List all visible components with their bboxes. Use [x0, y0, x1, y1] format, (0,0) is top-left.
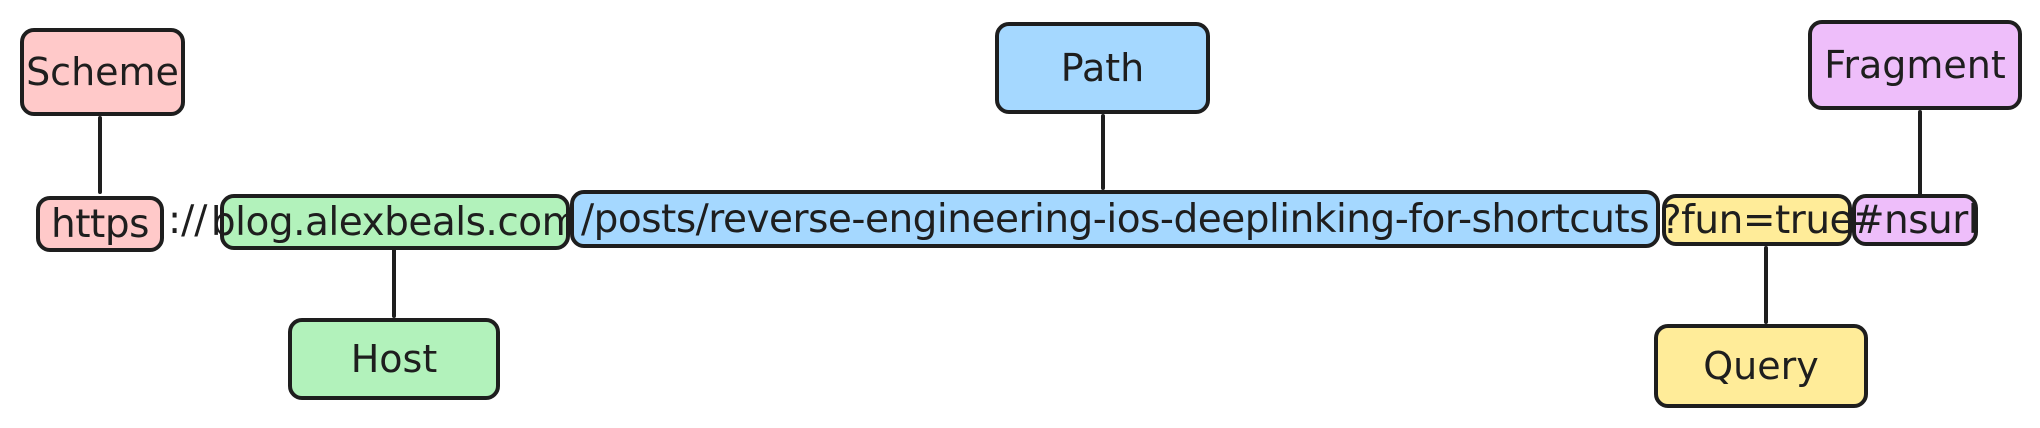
- url-path-segment: /posts/reverse-engineering-ios-deeplinki…: [570, 190, 1660, 248]
- scheme-connector: [98, 116, 102, 194]
- url-separator: ://: [168, 198, 208, 243]
- url-host-segment: blog.alexbeals.com: [211, 194, 580, 250]
- url-query-segment: ?fun=true: [1661, 194, 1854, 246]
- query-connector: [1764, 246, 1768, 324]
- url-scheme-segment: https: [36, 196, 164, 252]
- url-fragment-segment: #nsurl: [1852, 194, 1979, 246]
- scheme-label: Scheme: [20, 28, 185, 116]
- host-connector: [392, 246, 396, 318]
- host-label: Host: [288, 318, 500, 400]
- path-label: Path: [995, 22, 1210, 114]
- fragment-label: Fragment: [1808, 20, 2022, 110]
- path-connector: [1101, 114, 1105, 190]
- fragment-connector: [1918, 110, 1922, 200]
- query-label: Query: [1654, 324, 1868, 408]
